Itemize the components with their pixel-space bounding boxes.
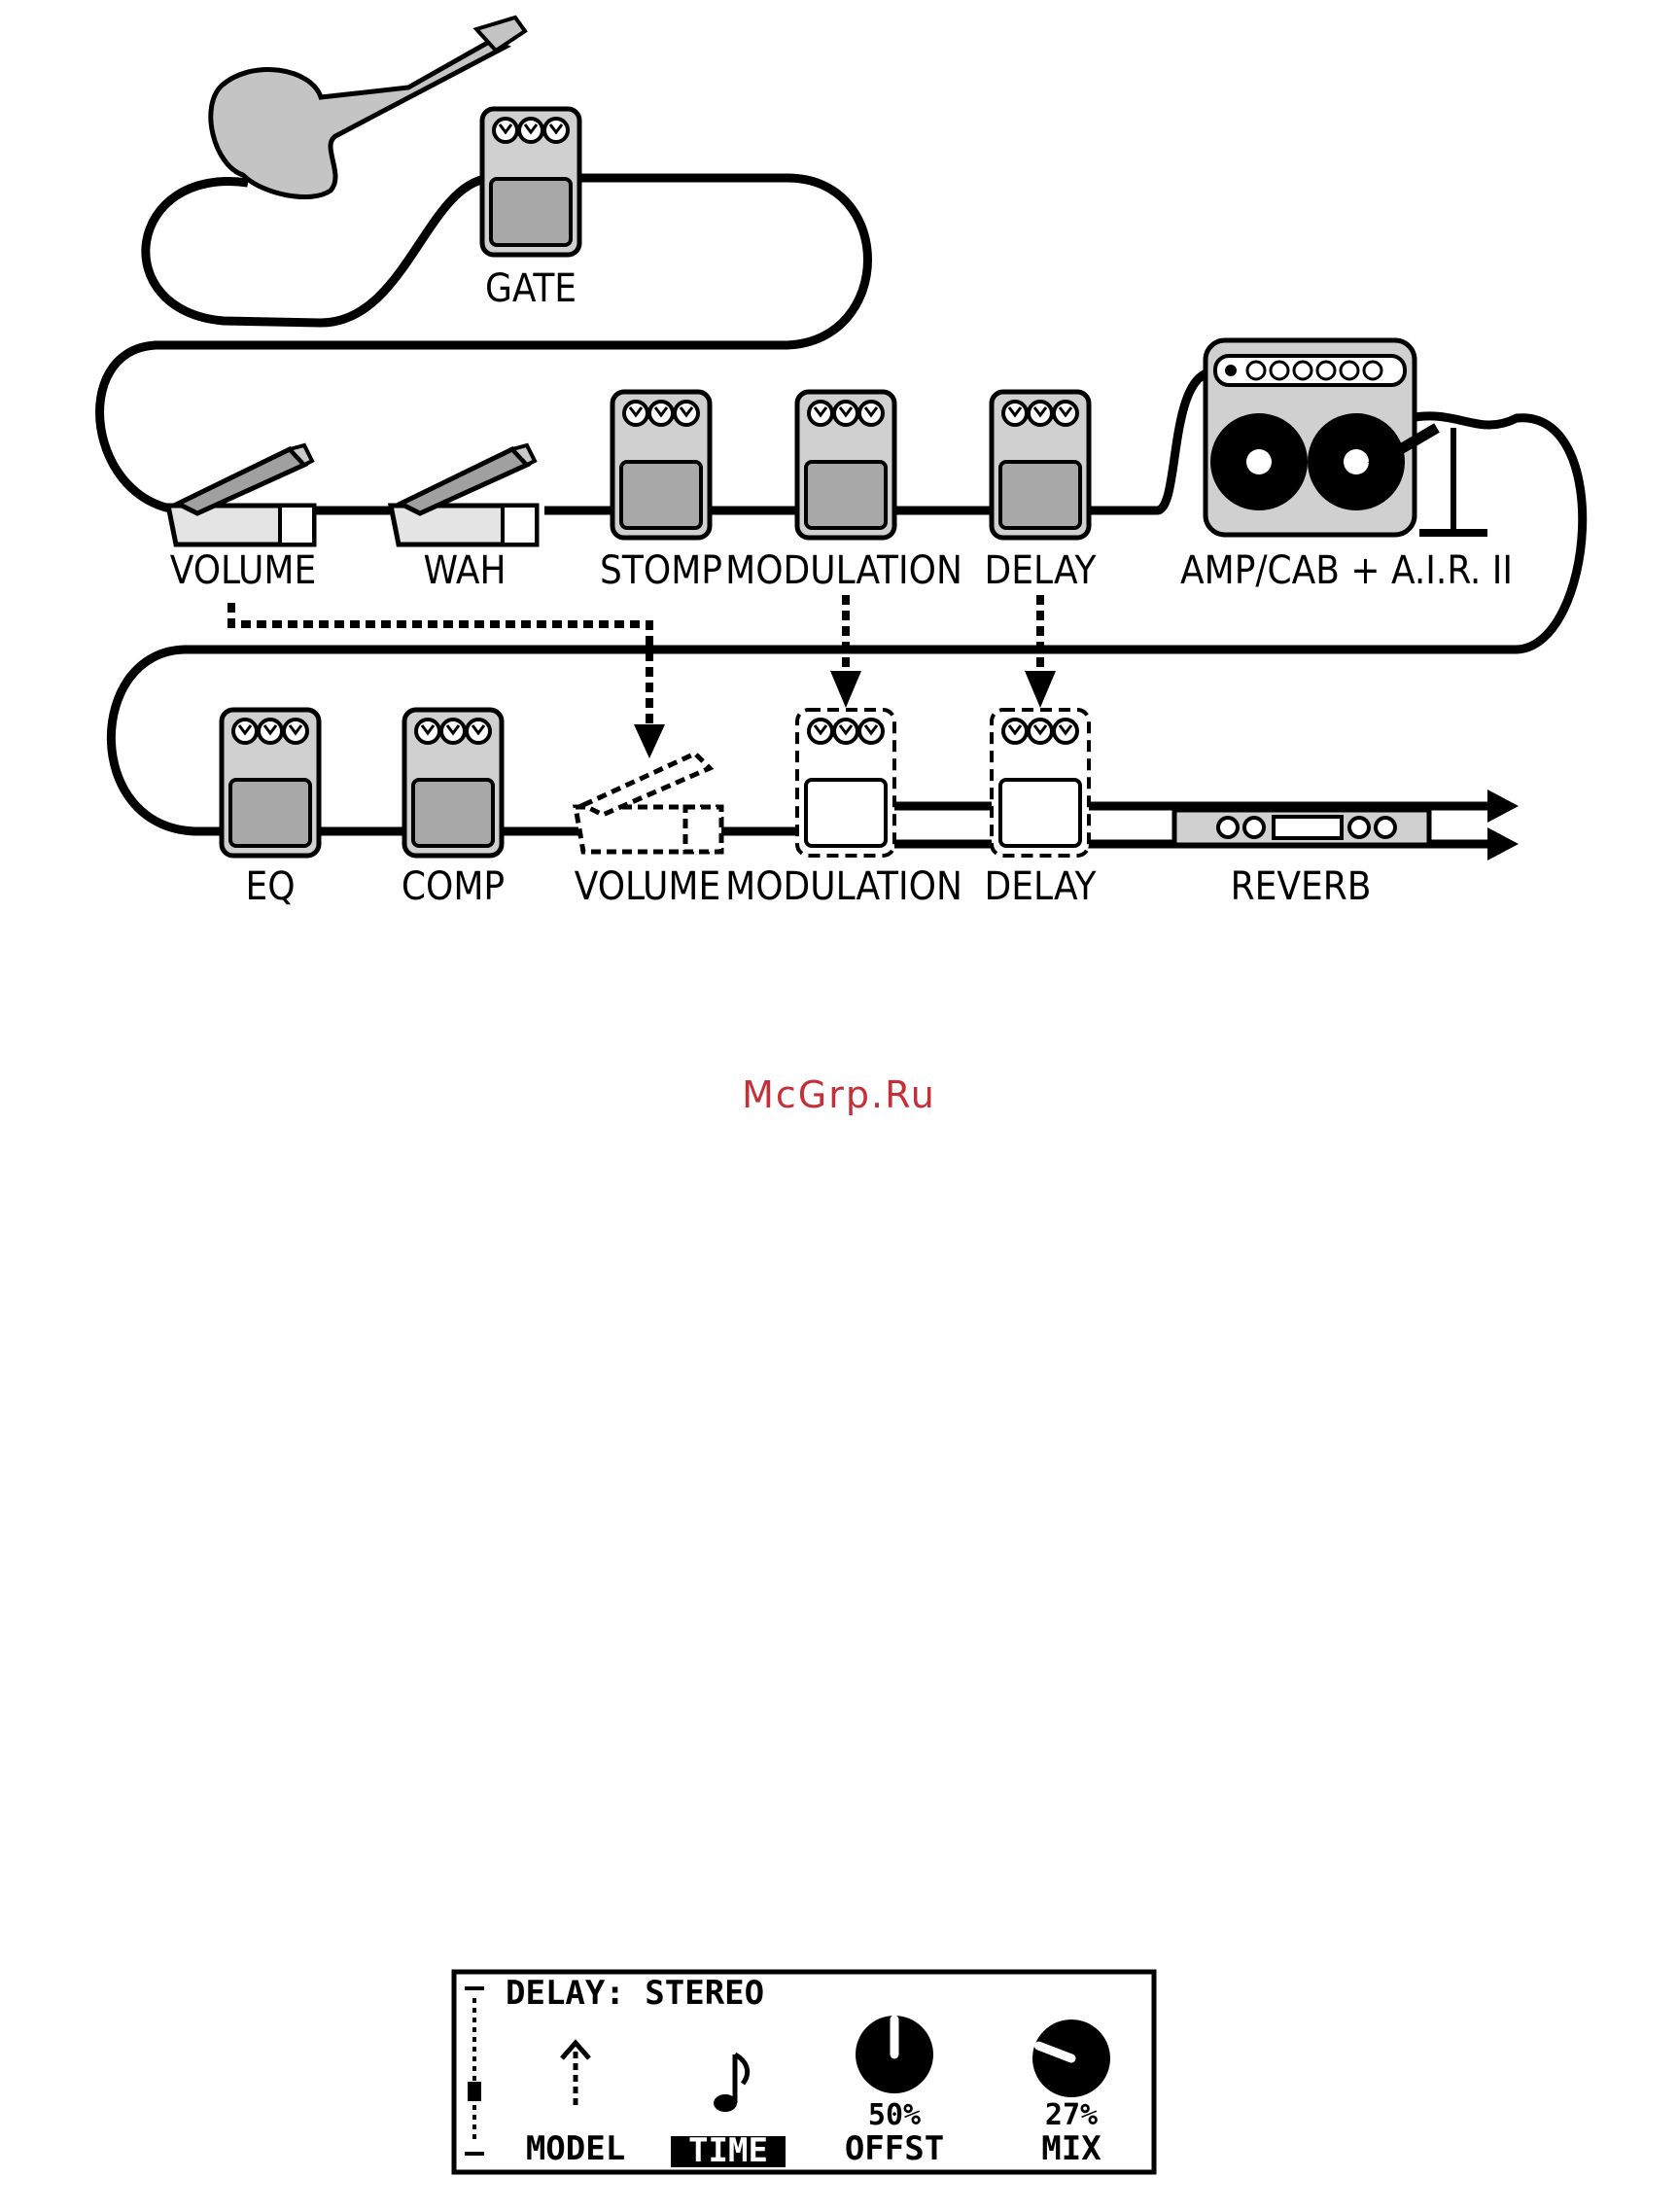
- lcd-display: DELAY: STEREO MODEL TIME 50% OFFST 27: [451, 1969, 1157, 2175]
- knob-icon: [1032, 2019, 1110, 2097]
- gate-pedal: GATE: [482, 109, 579, 311]
- amp-cab: AMP/CAB + A.I.R. II: [1180, 340, 1513, 593]
- gate-label: GATE: [485, 266, 577, 311]
- volume-pedal-parallel: VOLUME: [575, 754, 721, 909]
- comp-label: COMP: [402, 864, 505, 909]
- delay-pedal: DELAY: [985, 392, 1098, 593]
- watermark: McGrp.Ru: [0, 1073, 1678, 1116]
- parallel-links: [231, 595, 1040, 731]
- arrow-down-icon: [634, 724, 665, 758]
- lcd-param-value: 27%: [1045, 2098, 1098, 2132]
- reverb-label: REVERB: [1231, 864, 1372, 909]
- modulation-label-parallel: MODULATION: [725, 864, 962, 909]
- wah-pedal: WAH: [391, 445, 537, 593]
- reverb-unit: REVERB: [1174, 810, 1429, 909]
- volume-pedal: VOLUME: [168, 445, 316, 593]
- delay-pedal-parallel: DELAY: [985, 710, 1098, 909]
- lcd-param-label-selected: TIME: [688, 2131, 768, 2170]
- volume-label-parallel: VOLUME: [575, 864, 720, 909]
- amp-label: AMP/CAB + A.I.R. II: [1180, 548, 1513, 593]
- lcd-param-value: 50%: [868, 2098, 921, 2132]
- output-arrow-icon: [1487, 827, 1519, 860]
- lcd-title: DELAY: STEREO: [506, 1974, 764, 2013]
- arrow-down-icon: [830, 671, 861, 708]
- wah-label: WAH: [423, 548, 506, 593]
- modulation-label: MODULATION: [725, 548, 962, 593]
- lcd-param-label: MIX: [1041, 2129, 1101, 2168]
- stomp-label: STOMP: [600, 548, 722, 593]
- comp-pedal: COMP: [402, 710, 505, 909]
- delay-label: DELAY: [985, 548, 1098, 593]
- eq-label: EQ: [245, 864, 295, 909]
- lcd-param-label: OFFST: [845, 2129, 944, 2168]
- volume-label: VOLUME: [170, 548, 316, 593]
- knob-icon: [856, 2016, 933, 2093]
- lcd-param-label: MODEL: [526, 2129, 625, 2168]
- stomp-pedal: STOMP: [600, 392, 722, 593]
- output-arrow-icon: [1487, 790, 1519, 823]
- arrow-down-icon: [1025, 671, 1056, 708]
- guitar-icon: [211, 18, 525, 197]
- eq-pedal: EQ: [222, 710, 319, 909]
- delay-label-parallel: DELAY: [985, 864, 1098, 909]
- modulation-pedal: MODULATION: [725, 392, 962, 593]
